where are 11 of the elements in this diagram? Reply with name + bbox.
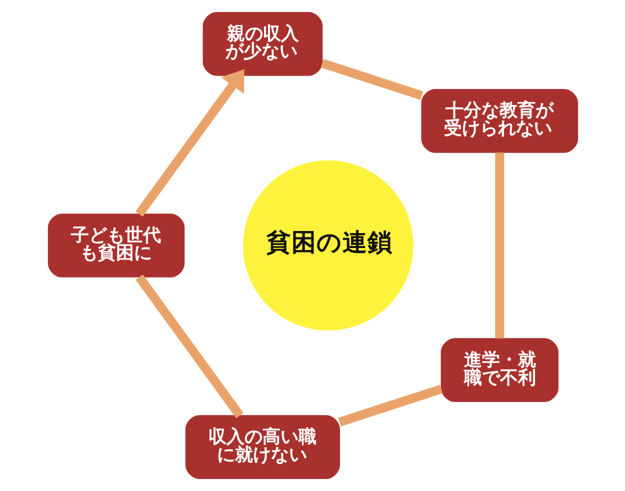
node-box: 収入の高い職に就けない	[184, 415, 340, 479]
connector	[320, 59, 423, 100]
node-box: 子ども世代も貧困に	[47, 214, 184, 278]
connector	[494, 152, 504, 338]
arrow	[135, 69, 244, 217]
connector	[338, 384, 442, 426]
connector	[135, 274, 243, 418]
node-box: 進学・就職で不利	[440, 338, 558, 402]
node-circle: 貧困の連鎖	[242, 160, 413, 331]
node-box: 十分な教育が受けられない	[420, 89, 578, 153]
node-box: 親の収入が少ない	[202, 12, 322, 76]
